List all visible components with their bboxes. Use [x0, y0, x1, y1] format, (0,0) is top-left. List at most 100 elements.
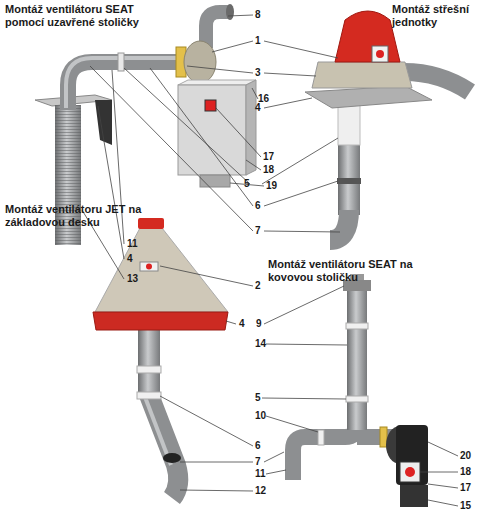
section-heading: Montáž ventilátoru JET na základovou des… — [5, 203, 155, 228]
duct-elbow — [330, 210, 349, 240]
switch — [376, 50, 384, 58]
callout-number: 15 — [460, 500, 471, 512]
leader-line — [428, 442, 458, 456]
callout-number: 10 — [255, 410, 266, 422]
switch-panel — [400, 462, 420, 482]
callout-number: 7 — [255, 456, 261, 468]
leader-line — [266, 470, 286, 474]
switch — [146, 264, 152, 270]
leader-line — [180, 462, 253, 463]
callout-number: 18 — [460, 466, 471, 478]
leader-line — [98, 106, 124, 259]
section-heading: Montáž ventilátoru SEAT na kovovou stoli… — [268, 258, 443, 283]
pipe-clamp — [337, 178, 361, 184]
pipe-clamp — [163, 453, 181, 463]
leader-line — [252, 88, 258, 99]
callout-number: 3 — [255, 67, 261, 79]
leader-line — [264, 231, 340, 232]
section-heading: Montáž ventilátoru SEAT pomocí uzavřené … — [5, 3, 170, 28]
callout-number: 7 — [255, 225, 261, 237]
leader-line — [187, 66, 253, 73]
jet-assembly — [93, 218, 228, 498]
leader-line — [262, 138, 338, 184]
outlet-opening — [226, 4, 234, 20]
red-hood — [335, 11, 400, 62]
vertical-pipe — [138, 330, 160, 396]
callout-number: 5 — [244, 178, 250, 190]
leader-line — [264, 73, 316, 76]
base-plate — [93, 312, 228, 330]
callout-number: 2 — [255, 280, 261, 292]
seat-metal-stool-assembly — [293, 274, 428, 507]
section-heading: Montáž střešní jednotky — [392, 3, 487, 28]
callout-number: 14 — [255, 338, 266, 350]
roof-plate — [305, 86, 432, 108]
leader-line — [262, 398, 346, 399]
callout-number: 8 — [255, 9, 261, 21]
leader-lines — [82, 15, 458, 506]
leader-line — [216, 108, 261, 157]
callout-number: 19 — [266, 180, 277, 192]
leader-line — [180, 490, 253, 491]
fan-motor — [396, 425, 428, 485]
jet-cap — [138, 218, 164, 229]
callout-number: 17 — [460, 482, 471, 494]
callout-number: 9 — [256, 318, 262, 330]
callout-number: 1 — [255, 35, 261, 47]
leader-line — [264, 41, 338, 58]
pipe-ring — [318, 430, 324, 445]
stool-base — [200, 175, 230, 187]
pipe-ring — [346, 323, 368, 329]
stool-top — [178, 80, 256, 85]
bottom-pipe — [293, 425, 357, 480]
leader-line — [112, 70, 124, 244]
switch-panel — [372, 46, 388, 62]
callout-number: 11 — [127, 238, 138, 250]
callout-number: 18 — [263, 164, 274, 176]
leader-line — [266, 344, 347, 345]
leader-line — [160, 266, 253, 286]
pipe-ring — [137, 366, 161, 373]
callout-number: 11 — [255, 468, 266, 480]
callout-number: 4 — [239, 318, 245, 330]
vertical-pipe — [347, 290, 367, 430]
leader-line — [226, 321, 236, 324]
roof-unit-assembly — [305, 11, 470, 240]
duct-pipe — [338, 145, 360, 215]
leader-line — [264, 452, 284, 462]
leader-line — [264, 98, 312, 108]
callout-number: 13 — [127, 273, 138, 285]
roof-skirt — [312, 62, 412, 88]
pipe-clamp — [118, 53, 124, 71]
fan-volute — [184, 41, 216, 83]
leader-line — [212, 41, 253, 52]
callout-number: 12 — [255, 485, 266, 497]
outlet-pipe — [404, 72, 470, 92]
callout-number: 4 — [127, 253, 133, 265]
callout-number: 20 — [460, 450, 471, 462]
callout-number: 17 — [263, 151, 274, 163]
pipe-ring — [137, 392, 161, 399]
leader-line — [228, 15, 253, 16]
leader-line — [266, 416, 318, 432]
metal-stool — [400, 485, 428, 507]
callout-number: 4 — [255, 102, 261, 114]
leader-line — [428, 500, 458, 506]
callout-number: 6 — [255, 200, 261, 212]
pipe-ring — [346, 396, 368, 402]
switch — [405, 467, 415, 477]
switch — [205, 100, 216, 111]
callout-number: 6 — [255, 440, 261, 452]
leader-line — [264, 181, 338, 206]
jet-cone — [95, 228, 228, 312]
yellow-flange — [380, 427, 387, 447]
leader-line — [124, 68, 250, 184]
leader-line — [160, 396, 253, 446]
leader-line — [246, 160, 261, 170]
leader-line — [420, 472, 458, 473]
switch-panel — [140, 262, 158, 271]
outlet-pipe — [206, 12, 228, 48]
leader-line — [428, 484, 458, 488]
